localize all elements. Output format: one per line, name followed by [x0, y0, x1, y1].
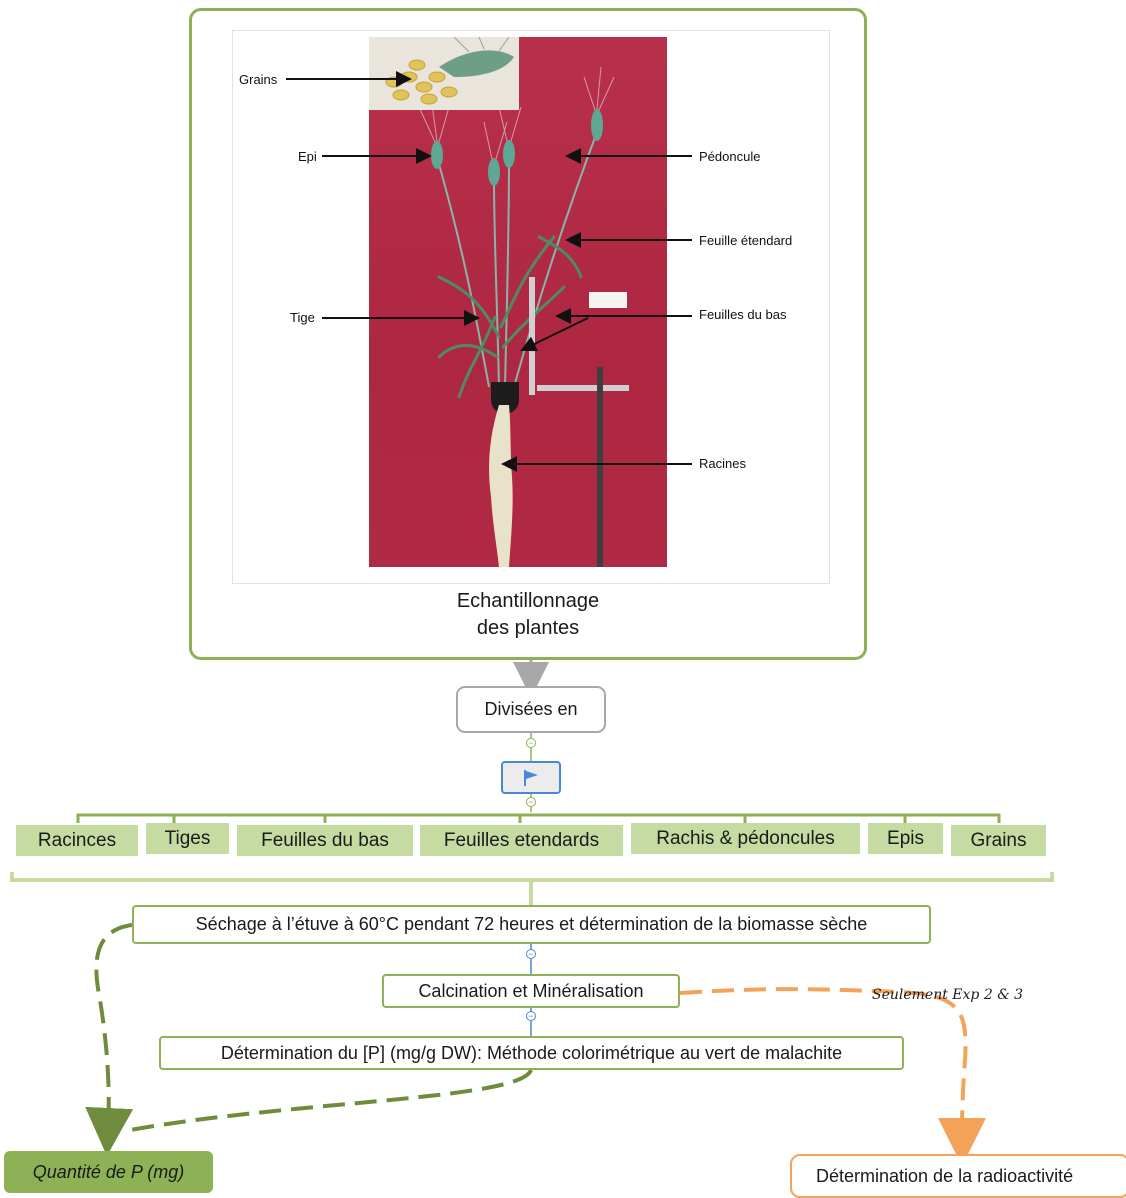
experiment-note: Seulement Exp 2 & 3 — [872, 987, 1024, 1003]
calcination-label: Calcination et Minéralisation — [418, 980, 644, 1001]
label-grains: Grains — [239, 72, 278, 87]
part-epis[interactable]: Epis — [868, 823, 943, 854]
flag-icon — [524, 769, 538, 786]
determination-step[interactable]: Détermination du [P] (mg/g DW): Méthode … — [159, 1036, 904, 1070]
part-feuilles-du-bas[interactable]: Feuilles du bas — [237, 825, 413, 856]
collapse-icon[interactable]: − — [526, 797, 536, 807]
label-feuille-etendard: Feuille étendard — [699, 233, 793, 248]
drying-to-quantity-arrow — [85, 923, 134, 1156]
grain-inset-photo — [369, 37, 519, 110]
label-pedoncule: Pédoncule — [699, 149, 761, 164]
label-epi: Epi — [298, 149, 317, 164]
card-title: Echantillonnage des plantes — [189, 588, 867, 642]
quantity-label: Quantité de P (mg) — [32, 1161, 185, 1182]
wheat-plant-photo — [369, 37, 667, 567]
collapse-icon[interactable]: − — [526, 949, 536, 959]
part-tiges[interactable]: Tiges — [146, 823, 229, 854]
card-title-line2: des plantes — [476, 617, 580, 639]
part-grains[interactable]: Grains — [951, 825, 1046, 856]
collapse-icon[interactable]: − — [526, 1011, 536, 1021]
drying-step[interactable]: Séchage à l’étuve à 60°C pendant 72 heur… — [132, 905, 931, 944]
grains-illustration — [385, 37, 514, 105]
label-feuilles-du-bas: Feuilles du bas — [699, 307, 787, 322]
part-feuilles-etendards[interactable]: Feuilles etendards — [420, 825, 623, 856]
divide-node[interactable]: Divisées en — [456, 686, 606, 733]
label-tige: Tige — [290, 310, 315, 325]
radioactivity-output[interactable]: Détermination de la radioactivité — [790, 1154, 1126, 1198]
flag-node[interactable] — [501, 761, 561, 794]
determination-label: Détermination du [P] (mg/g DW): Méthode … — [220, 1042, 843, 1063]
radioactivity-label: Détermination de la radioactivité — [816, 1165, 1074, 1186]
calcination-step[interactable]: Calcination et Minéralisation — [382, 974, 680, 1008]
divide-label: Divisées en — [484, 699, 578, 719]
quantity-output[interactable]: Quantité de P (mg) — [4, 1151, 213, 1193]
label-racines: Racines — [699, 456, 746, 471]
drying-label: Séchage à l’étuve à 60°C pendant 72 heur… — [195, 914, 868, 934]
part-rachis-pedoncules[interactable]: Rachis & pédoncules — [631, 823, 860, 854]
plant-illustration — [418, 66, 629, 567]
determination-to-quantity-arrow — [129, 1068, 533, 1132]
collapse-icon[interactable]: − — [526, 738, 536, 748]
photo-annotations — [286, 71, 692, 472]
part-racines[interactable]: Racinces — [16, 825, 138, 856]
calcination-to-radioactivity-arrow — [679, 987, 987, 1166]
card-title-line1: Echantillonnage — [456, 590, 600, 612]
